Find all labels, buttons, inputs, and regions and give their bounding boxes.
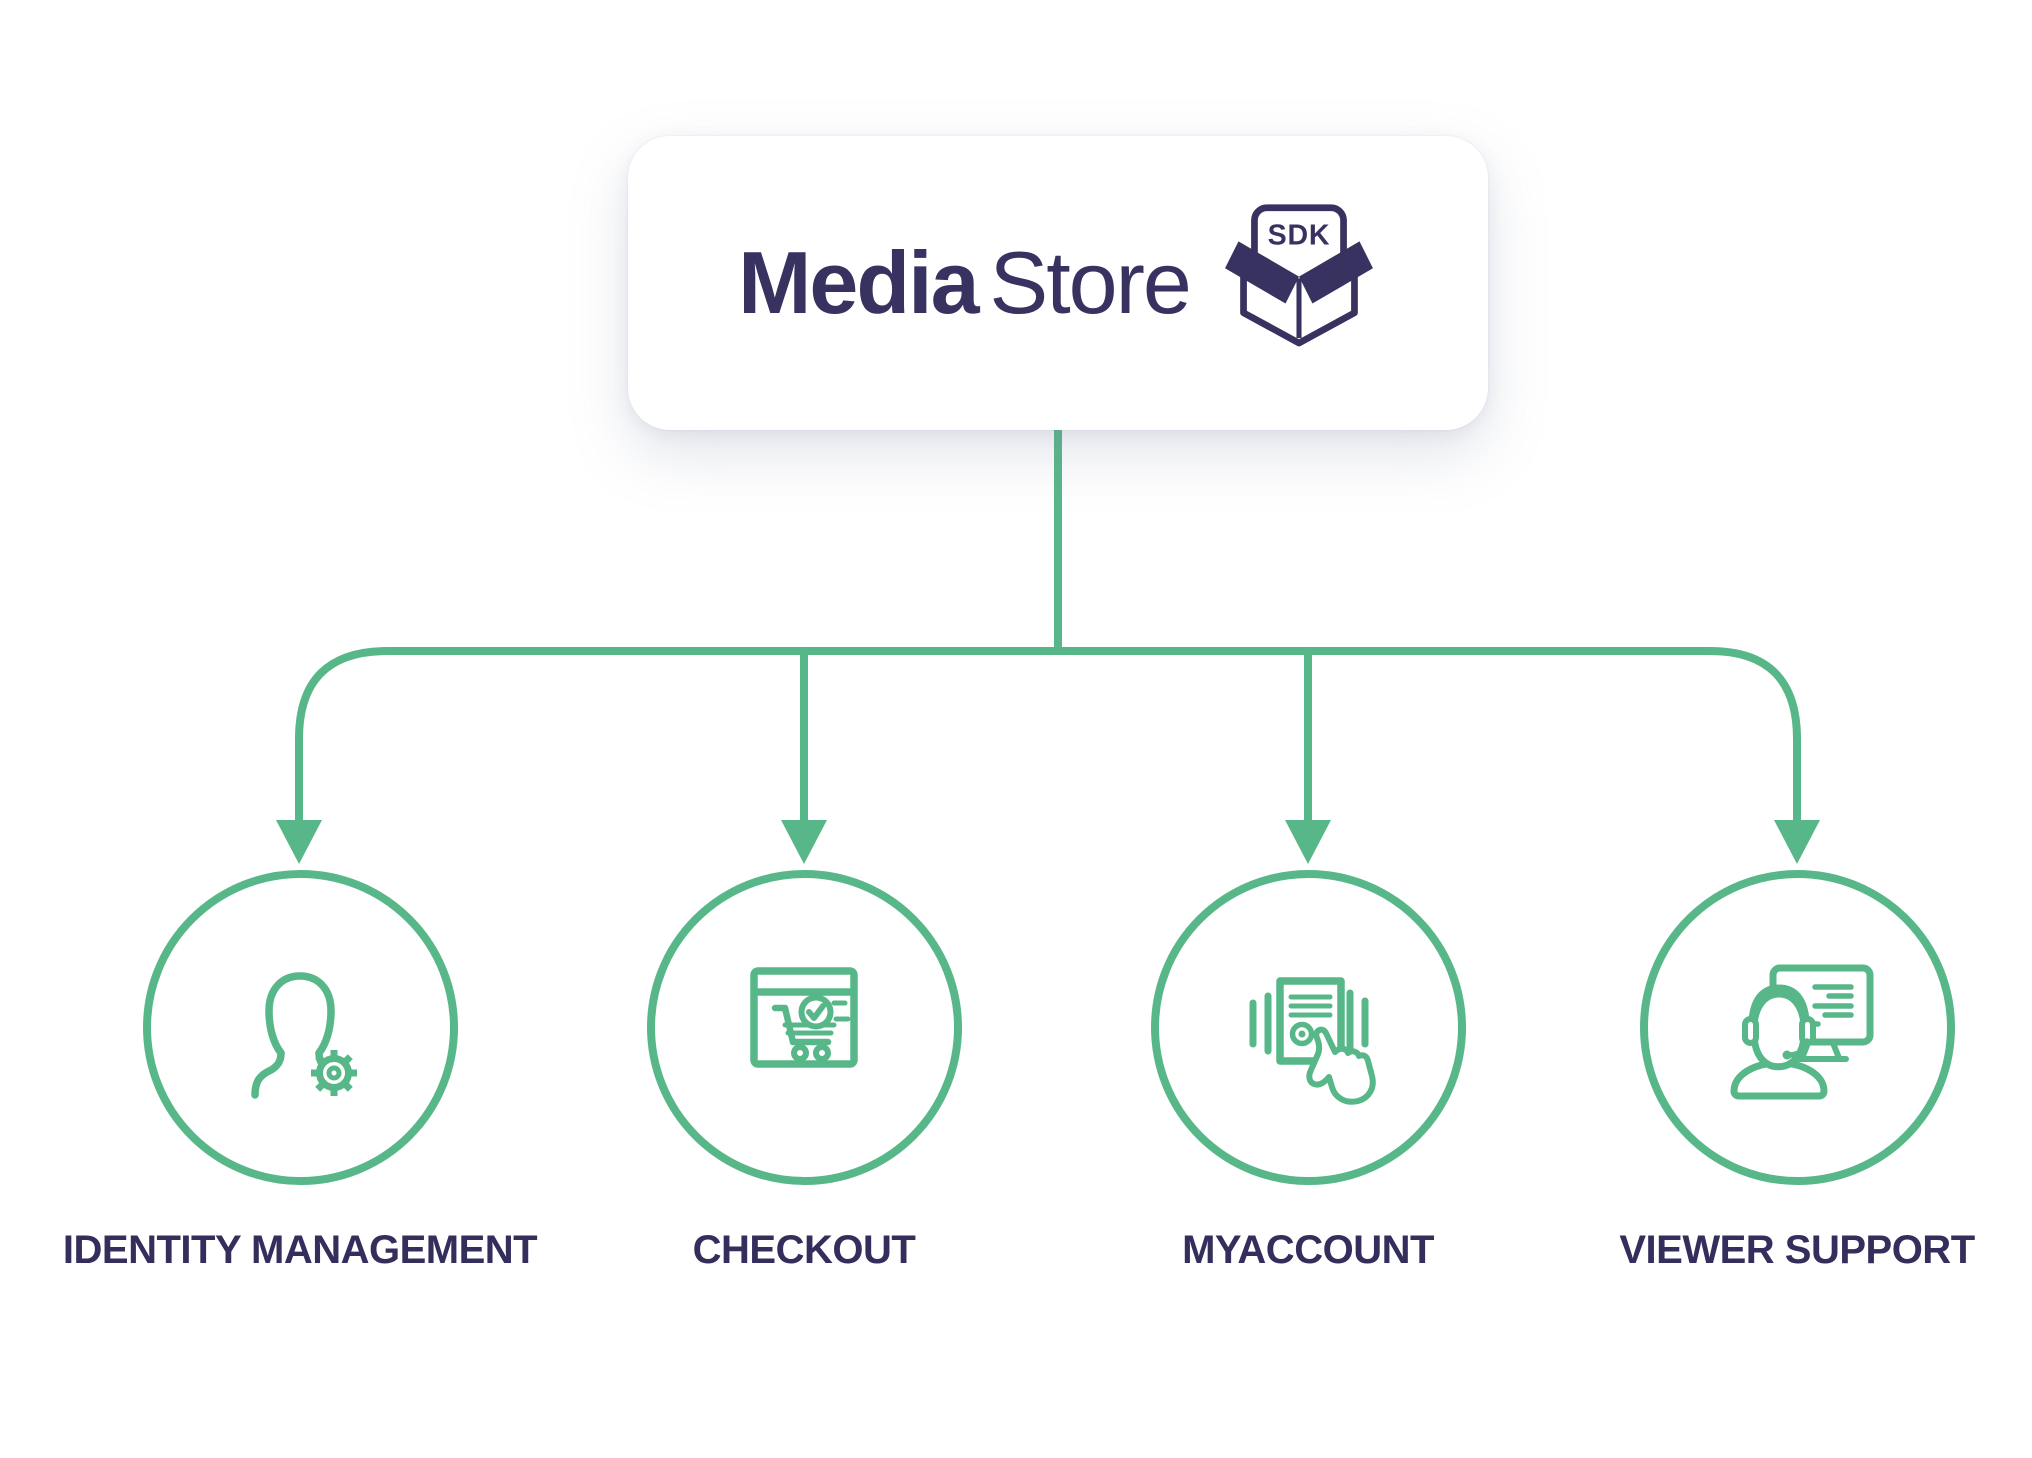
browser-cart-shapes xyxy=(750,967,858,1068)
label-viewer-support: VIEWER SUPPORT xyxy=(1619,1228,1975,1272)
node-identity-management xyxy=(142,869,458,1185)
node-viewer-support xyxy=(1639,869,1955,1185)
arrowheads xyxy=(276,820,1820,864)
arrow-down-icon xyxy=(781,820,827,864)
brand-card: Media Store SDK xyxy=(628,136,1488,430)
label-checkout: CHECKOUT xyxy=(692,1228,916,1272)
bus-line xyxy=(295,647,1801,828)
node-checkout xyxy=(646,869,962,1185)
sdk-box-shapes: SDK xyxy=(1224,204,1373,347)
support-agent-shapes xyxy=(1730,964,1874,1100)
arrow-down-icon xyxy=(1774,820,1820,864)
card-tap-hand-icon xyxy=(1249,977,1376,1105)
sdk-box-icon: SDK xyxy=(1224,204,1373,347)
label-identity-management: IDENTITY MANAGEMENT xyxy=(62,1228,538,1272)
node-myaccount xyxy=(1150,869,1466,1185)
user-gear-icon xyxy=(251,972,357,1099)
arrow-down-icon xyxy=(276,820,322,864)
sdk-badge-label: SDK xyxy=(1267,220,1330,252)
user-gear-shapes xyxy=(251,972,357,1099)
card-tap-hand-shapes xyxy=(1249,977,1376,1105)
brand-name-light: Store xyxy=(989,233,1192,332)
support-agent-monitor-icon xyxy=(1730,964,1874,1100)
brand-logo: Media Store xyxy=(738,233,1192,332)
brand-name-bold: Media xyxy=(738,233,979,332)
browser-cart-icon xyxy=(750,967,858,1068)
connector-lines xyxy=(295,430,1801,828)
label-myaccount: MYACCOUNT xyxy=(1182,1228,1434,1272)
arrow-down-icon xyxy=(1285,820,1331,864)
